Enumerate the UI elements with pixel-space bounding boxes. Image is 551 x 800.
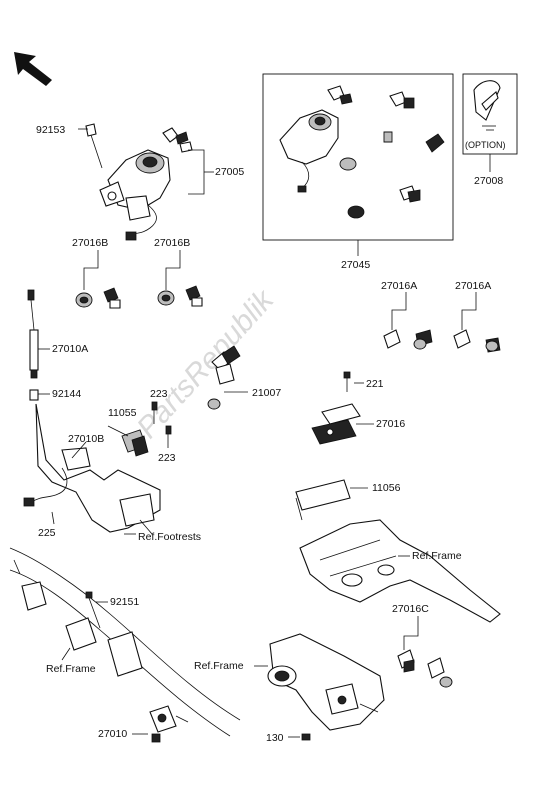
label-27010: 27010 xyxy=(98,728,127,740)
label-27016: 27016 xyxy=(376,418,405,430)
label-27016C: 27016C xyxy=(392,603,429,615)
label-130: 130 xyxy=(266,732,284,744)
switch-27010 xyxy=(149,705,189,743)
cylinder-27016A-2 xyxy=(453,329,501,353)
bolt-130 xyxy=(301,733,311,741)
bracket-assembly xyxy=(23,403,161,535)
label-92151: 92151 xyxy=(110,596,139,608)
bolt-223-top xyxy=(151,401,158,424)
label-27010A: 27010A xyxy=(52,343,88,355)
label-27005: 27005 xyxy=(215,166,244,178)
label-223-top: 223 xyxy=(150,388,168,400)
watermark: PartsRepublik xyxy=(131,282,282,444)
holder-27016 xyxy=(311,403,361,445)
ignition-switch-27005 xyxy=(85,123,193,241)
frame-left xyxy=(9,547,241,737)
lock-set-27045 xyxy=(279,85,445,219)
screw-221 xyxy=(343,371,351,392)
label-221: 221 xyxy=(366,378,384,390)
label-225: 225 xyxy=(38,527,56,539)
label-27008: 27008 xyxy=(474,175,503,187)
label-27016A-1: 27016A xyxy=(381,280,417,292)
label-27016A-2: 27016A xyxy=(455,280,491,292)
bracket-11056 xyxy=(295,479,351,521)
bolt-92151 xyxy=(85,591,101,629)
label-ref-frame-bottom: Ref.Frame xyxy=(194,660,244,672)
bolt-223-bottom xyxy=(165,425,172,448)
front-arrow-icon xyxy=(14,52,52,86)
label-92144: 92144 xyxy=(52,388,81,400)
label-27016B-2: 27016B xyxy=(154,237,190,249)
label-27045: 27045 xyxy=(341,259,370,271)
label-92153: 92153 xyxy=(36,124,65,136)
label-ref-frame-left: Ref.Frame xyxy=(46,663,96,675)
label-ref-footrests: Ref.Footrests xyxy=(138,531,201,543)
label-27010B: 27010B xyxy=(68,433,104,445)
frame-bottom xyxy=(267,633,385,731)
cylinder-27016A-1 xyxy=(383,329,433,350)
cylinder-27016B-1 xyxy=(75,287,121,309)
holder-11055 xyxy=(121,429,149,457)
key-27008 xyxy=(473,80,501,131)
label-21007: 21007 xyxy=(252,387,281,399)
cylinder-27016B-2 xyxy=(157,285,203,307)
keys-21007 xyxy=(207,345,241,410)
option-label: (OPTION) xyxy=(465,140,506,150)
label-11055: 11055 xyxy=(108,407,137,419)
label-11056: 11056 xyxy=(372,482,401,494)
clamp-92144 xyxy=(29,389,39,401)
cable-27010A xyxy=(27,289,39,379)
cylinder-27016C xyxy=(397,649,453,688)
label-ref-frame-right: Ref.Frame xyxy=(412,550,462,562)
leader-27005 xyxy=(188,149,205,195)
label-27016B-1: 27016B xyxy=(72,237,108,249)
label-223-bottom: 223 xyxy=(158,452,176,464)
frame-right xyxy=(299,519,501,623)
